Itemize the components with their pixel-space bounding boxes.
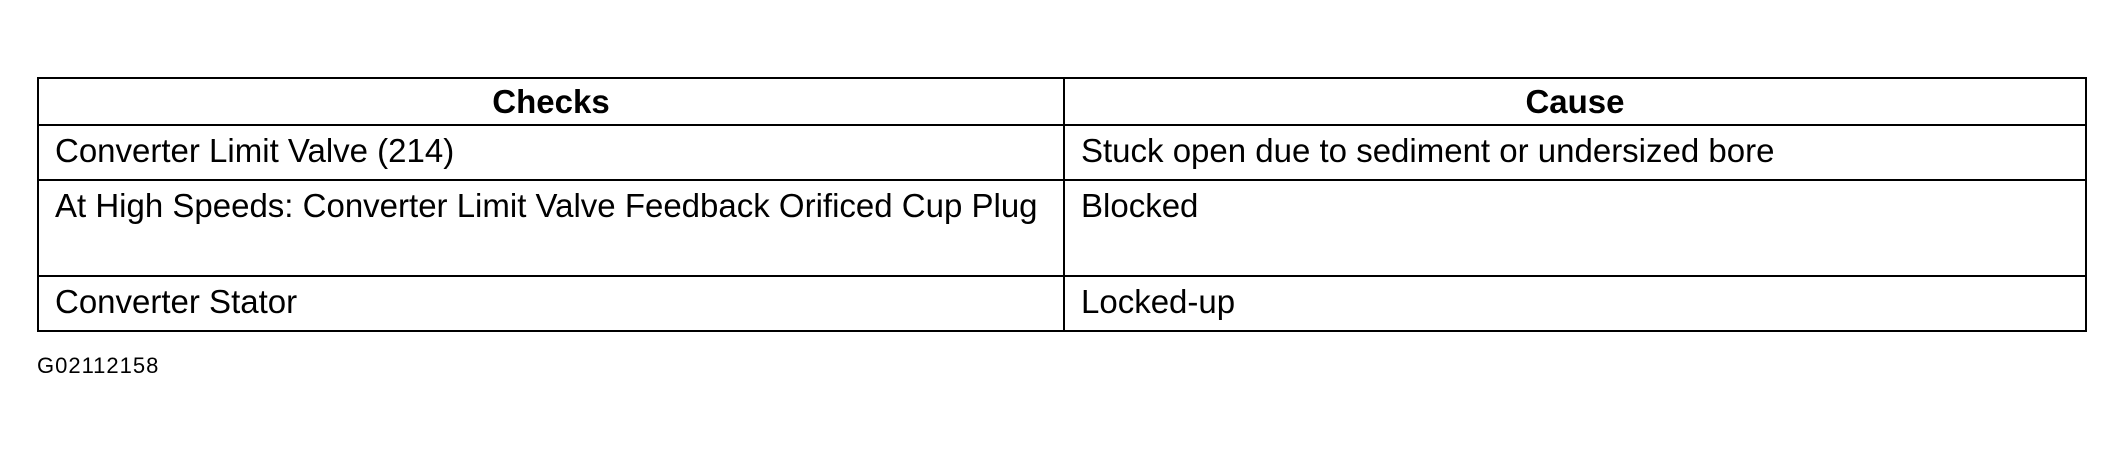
cause-cell: Locked-up: [1063, 275, 2087, 332]
cause-cell: Stuck open due to sediment or undersized…: [1063, 124, 2087, 181]
checks-column-header: Checks: [37, 77, 1065, 126]
cause-cell: Blocked: [1063, 179, 2087, 277]
check-cell: Converter Stator: [37, 275, 1065, 332]
table-row: Converter Limit Valve (214) Stuck open d…: [37, 124, 2087, 181]
table-header-row: Checks Cause: [37, 77, 2087, 126]
table-row: Converter Stator Locked-up: [37, 275, 2087, 332]
cause-column-header: Cause: [1063, 77, 2087, 126]
figure-id-label: G02112158: [37, 353, 160, 378]
check-cell: At High Speeds: Converter Limit Valve Fe…: [37, 179, 1065, 277]
check-cell: Converter Limit Valve (214): [37, 124, 1065, 181]
checks-cause-table: Checks Cause Converter Limit Valve (214)…: [37, 77, 2087, 332]
table-row: At High Speeds: Converter Limit Valve Fe…: [37, 179, 2087, 277]
